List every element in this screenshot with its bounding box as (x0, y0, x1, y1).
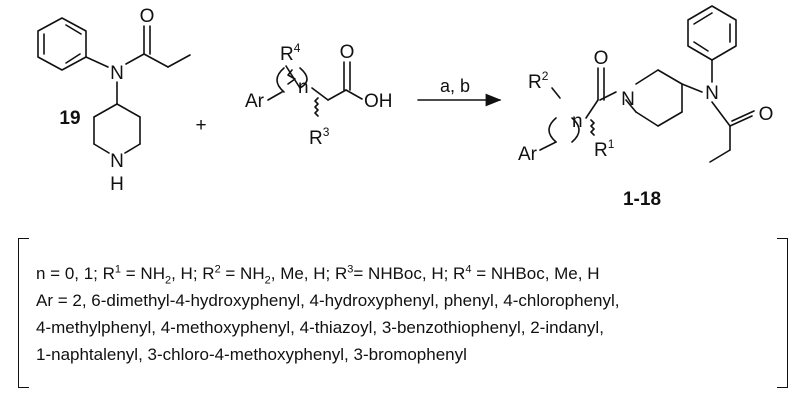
compound-label-1-18: 1-18 (623, 189, 661, 210)
atom-r1-product: R1 (594, 137, 615, 161)
atom-nh-h-19: H (110, 174, 124, 195)
legend-line-aryl-2: 4-methylphenyl, 4-methoxyphenyl, 4-thiaz… (36, 318, 604, 337)
legend-bracket-right (777, 238, 788, 388)
acid-reactant-structure (267, 61, 363, 117)
legend-line-substituents: n = 0, 1; R1 = NH2, H; R2 = NH2, Me, H; … (36, 263, 600, 287)
substituent-legend: n = 0, 1; R1 = NH2, H; R2 = NH2, Me, H; … (18, 238, 788, 388)
atom-n-index-acid: n (298, 77, 309, 98)
atom-oh-acid: OH (364, 91, 393, 112)
atom-n-index-product: n (572, 111, 583, 132)
atom-r2-product: R2 (528, 69, 549, 93)
phenyl-ring (37, 17, 87, 71)
compound-label-19: 19 (59, 108, 80, 129)
atom-o-19: O (140, 6, 155, 27)
atom-r4-acid: R4 (280, 41, 301, 65)
atom-o-acid: O (340, 42, 355, 63)
legend-line-aryl-1: Ar = 2, 6-dimethyl-4-hydroxyphenyl, 4-hy… (36, 291, 620, 310)
atom-nh-n-19: N (110, 151, 124, 172)
plus-sign: + (195, 115, 206, 136)
product-structure (539, 5, 755, 163)
atom-o-product-ketone: O (594, 48, 609, 69)
legend-text: n = 0, 1; R1 = NH2, H; R2 = NH2, Me, H; … (36, 260, 764, 368)
reactant-19-structure (37, 17, 191, 154)
atom-n-piperidine-product: N (621, 89, 635, 110)
legend-line-aryl-3: 1-naphtalenyl, 3-chloro-4-methoxyphenyl,… (36, 345, 467, 364)
atom-ar-acid: Ar (245, 91, 265, 112)
legend-bracket-left (18, 238, 29, 388)
reaction-conditions: a, b (440, 76, 470, 96)
atom-n-amide-product: N (705, 83, 719, 104)
atom-n-amide-19: N (110, 63, 124, 84)
atom-ar-product: Ar (518, 144, 538, 165)
reaction-scheme: N O N H 19 + Ar n R4 R3 O OH a, b (37, 5, 774, 210)
atom-r3-acid: R3 (309, 125, 330, 149)
atom-o-product-amide: O (759, 104, 774, 125)
